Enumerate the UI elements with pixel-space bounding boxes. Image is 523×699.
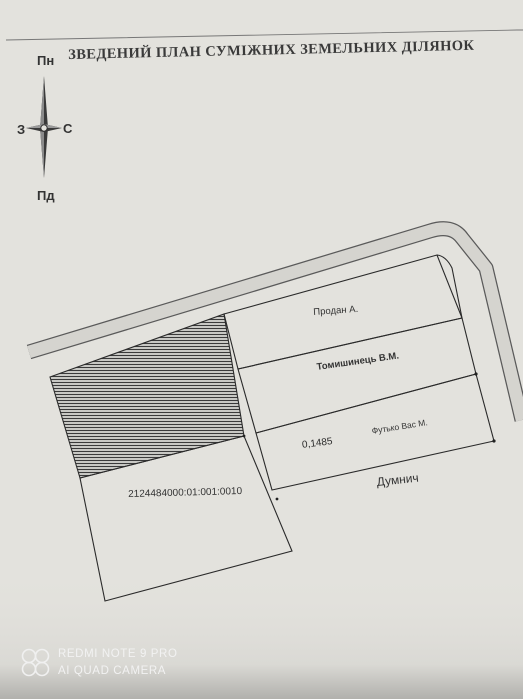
compass-north-label: Пн: [37, 53, 55, 68]
compass-west-label: З: [17, 122, 26, 137]
road-band: [26, 221, 523, 422]
subject-parcel-lower: [79, 435, 293, 602]
compass-south-label: Пд: [37, 188, 55, 203]
boundary-points: [242, 372, 496, 501]
watermark-model: REDMI NOTE 9 PRO: [58, 648, 178, 660]
compass-rose-icon: [26, 76, 62, 178]
watermark-camera: AI QUAD CAMERA: [58, 665, 167, 677]
camera-logo-icon: [21, 648, 50, 677]
compass-east-label: С: [63, 121, 73, 136]
